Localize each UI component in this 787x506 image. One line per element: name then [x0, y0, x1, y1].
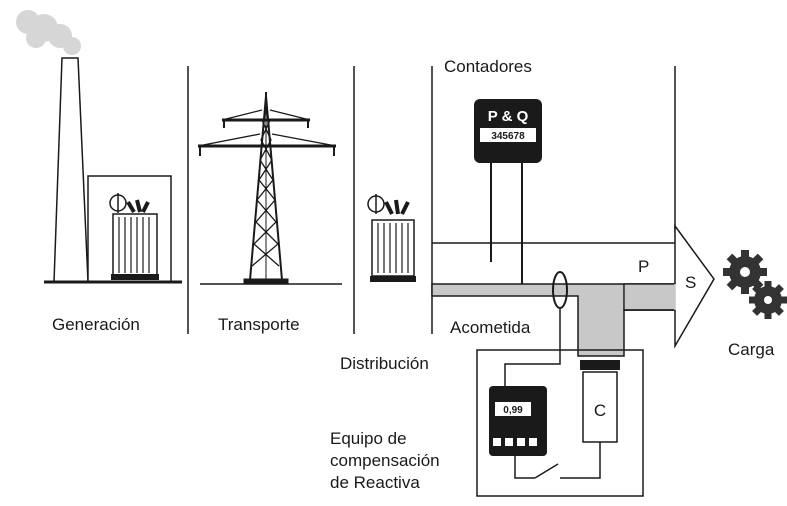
compensation-enclosure: 0,99 C: [476, 308, 644, 497]
label-distribution: Distribución: [340, 354, 429, 373]
vector-p: P: [638, 257, 649, 276]
switch: [534, 463, 559, 479]
generation-transformer: [109, 193, 159, 280]
label-meters: Contadores: [444, 57, 532, 76]
pq-meter: P & Q 345678: [474, 99, 542, 290]
transport-section: Transporte: [197, 92, 342, 334]
chimney: [53, 57, 89, 283]
label-compensation-2: compensación: [330, 451, 440, 470]
capacitor: C: [580, 360, 620, 443]
label-transport: Transporte: [218, 315, 300, 334]
generation-section: Generación: [16, 10, 182, 334]
power-bus: P S: [431, 223, 715, 357]
transmission-tower: [197, 92, 337, 285]
gear-icon: [723, 250, 787, 319]
capacitor-label: C: [594, 401, 606, 420]
vector-s: S: [685, 273, 696, 292]
label-service-line: Acometida: [450, 318, 531, 337]
label-compensation-1: Equipo de: [330, 429, 407, 448]
smoke-cloud: [16, 10, 81, 55]
label-compensation-3: de Reactiva: [330, 473, 420, 492]
label-load: Carga: [728, 340, 775, 359]
pf-meter: 0,99: [489, 386, 547, 456]
pf-meter-reading: 0,99: [503, 405, 523, 416]
pq-meter-title: P & Q: [488, 108, 529, 125]
distribution-transformer: [367, 194, 416, 282]
pq-meter-reading: 345678: [491, 131, 525, 142]
label-generation: Generación: [52, 315, 140, 334]
